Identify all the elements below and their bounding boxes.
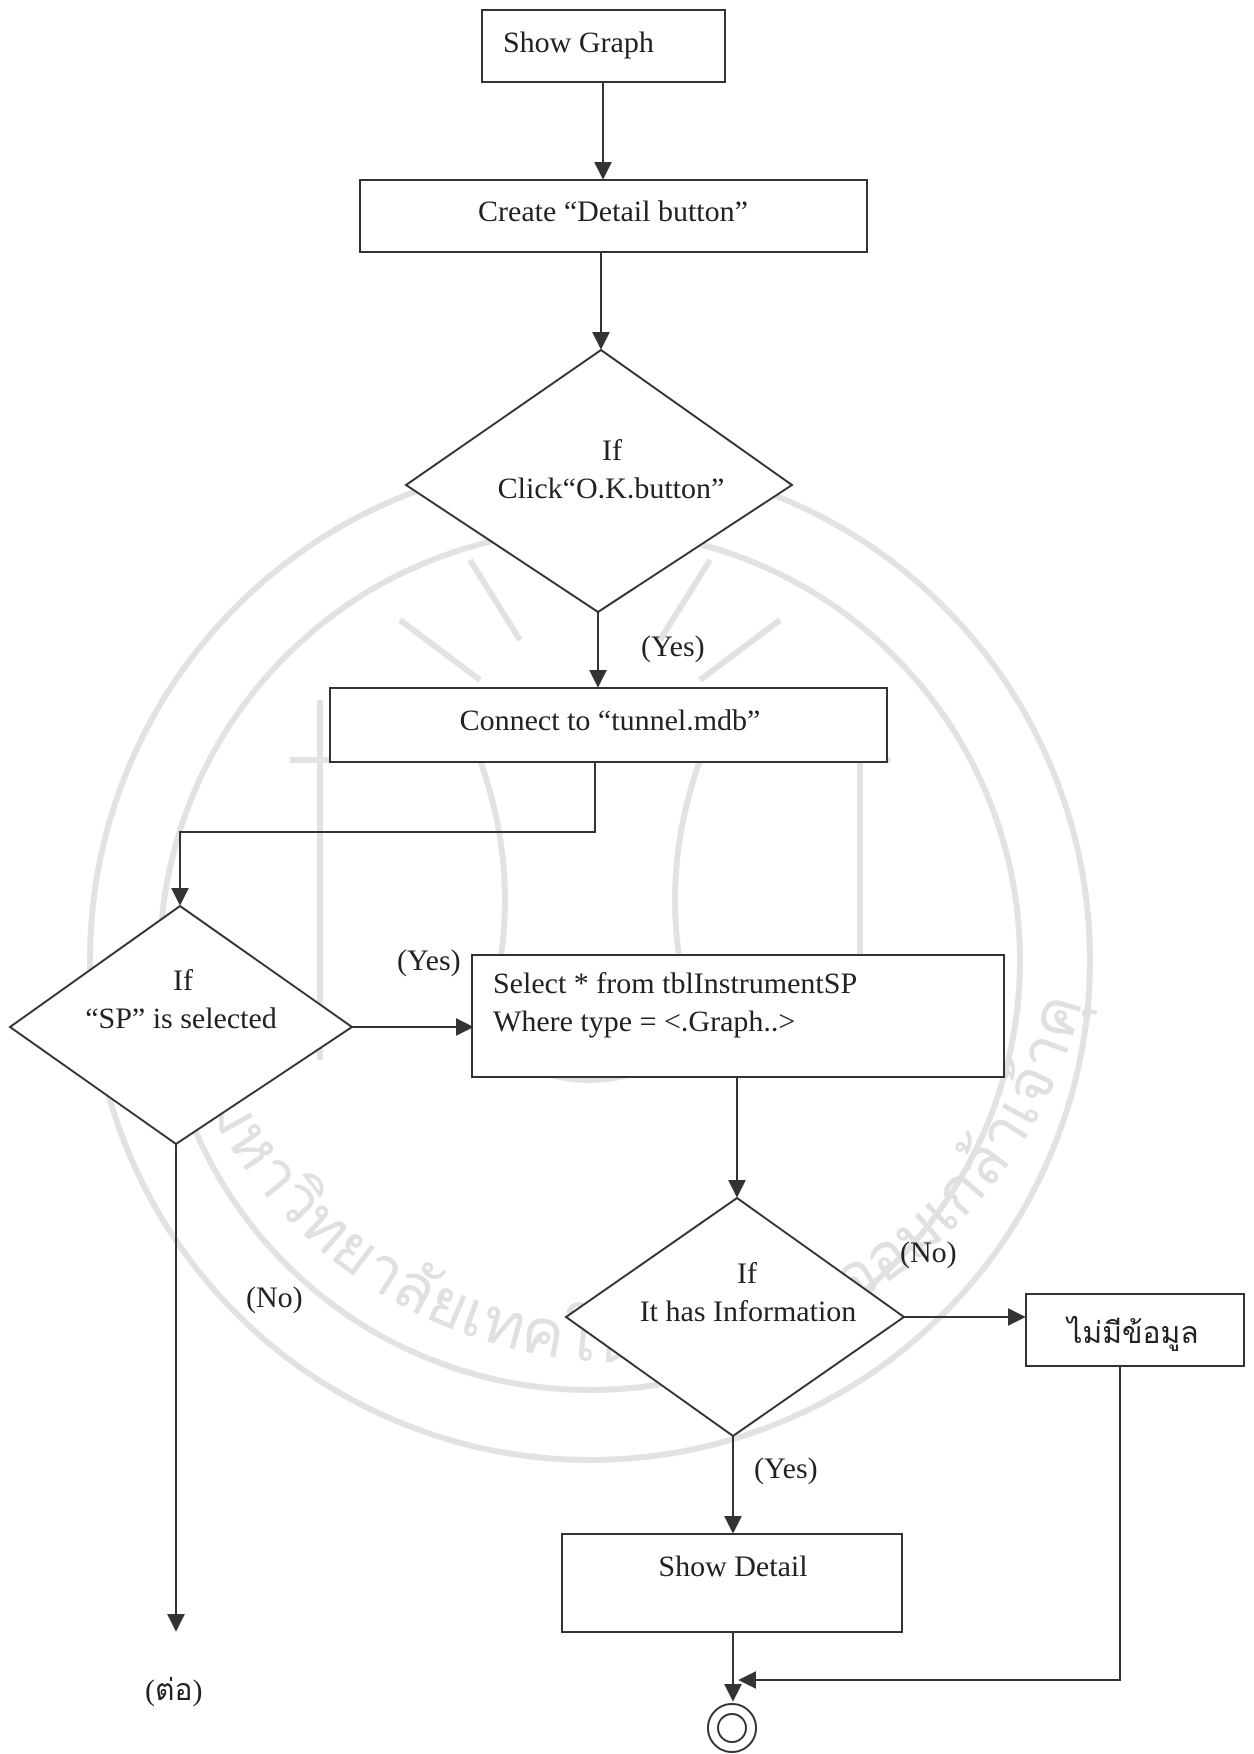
continued-label: (ต่อ) [145,1674,202,1707]
if-sp-line1: If [173,964,193,997]
node-create-detail-button: Create “Detail button” [359,179,868,253]
if-ok-diamond [404,348,794,614]
select-line2: Where type = <.Graph..> [493,1005,795,1038]
show-graph-box [481,9,726,83]
edge-connect-to-if-sp [171,762,596,906]
if-sp-line2: “SP” is selected [85,1002,277,1035]
end-terminator [707,1703,757,1753]
edge-label-info-no: (No) [900,1236,957,1269]
edge-label-sp-no: (No) [246,1281,303,1314]
select-query-box [471,954,1005,1078]
show-detail-box [561,1533,903,1633]
if-ok-line1: If [602,434,622,467]
no-data-box [1025,1293,1245,1367]
connect-db-label: Connect to “tunnel.mdb” [460,704,761,737]
select-line1: Select * from tblInstrumentSP [493,967,857,1000]
create-detail-box [359,179,868,253]
node-if-sp-selected: If “SP” is selected [8,904,354,1146]
node-if-has-information: If It has Information [564,1196,906,1438]
edge-label-sp-yes: (Yes) [397,944,461,977]
if-sp-diamond [8,904,354,1146]
no-data-label: ไม่มีข้อมูล [1065,1315,1198,1351]
node-select-query: Select * from tblInstrumentSP Where type… [471,954,1005,1078]
edge-nodata-to-end [738,1366,1121,1689]
edges [167,82,1121,1702]
if-ok-line2: Click“O.K.button” [498,472,725,505]
create-detail-label: Create “Detail button” [478,195,748,228]
edge-labels: (Yes) (Yes) (No) (No) (Yes) (ต่อ) [145,630,957,1707]
show-graph-label: Show Graph [503,26,654,59]
if-info-line2: It has Information [640,1295,857,1328]
connect-db-box [329,687,888,763]
node-show-graph: Show Graph [481,9,726,83]
if-info-diamond [564,1196,906,1438]
node-connect-db: Connect to “tunnel.mdb” [329,687,888,763]
show-detail-label: Show Detail [658,1550,807,1583]
end-inner-circle [717,1713,747,1743]
edge-label-info-yes: (Yes) [754,1452,818,1485]
node-no-data: ไม่มีข้อมูล [1025,1293,1245,1367]
edge-label-ok-yes: (Yes) [641,630,705,663]
node-show-detail: Show Detail [561,1533,903,1633]
node-if-ok-button: If Click“O.K.button” [404,348,794,614]
if-info-line1: If [737,1257,757,1290]
